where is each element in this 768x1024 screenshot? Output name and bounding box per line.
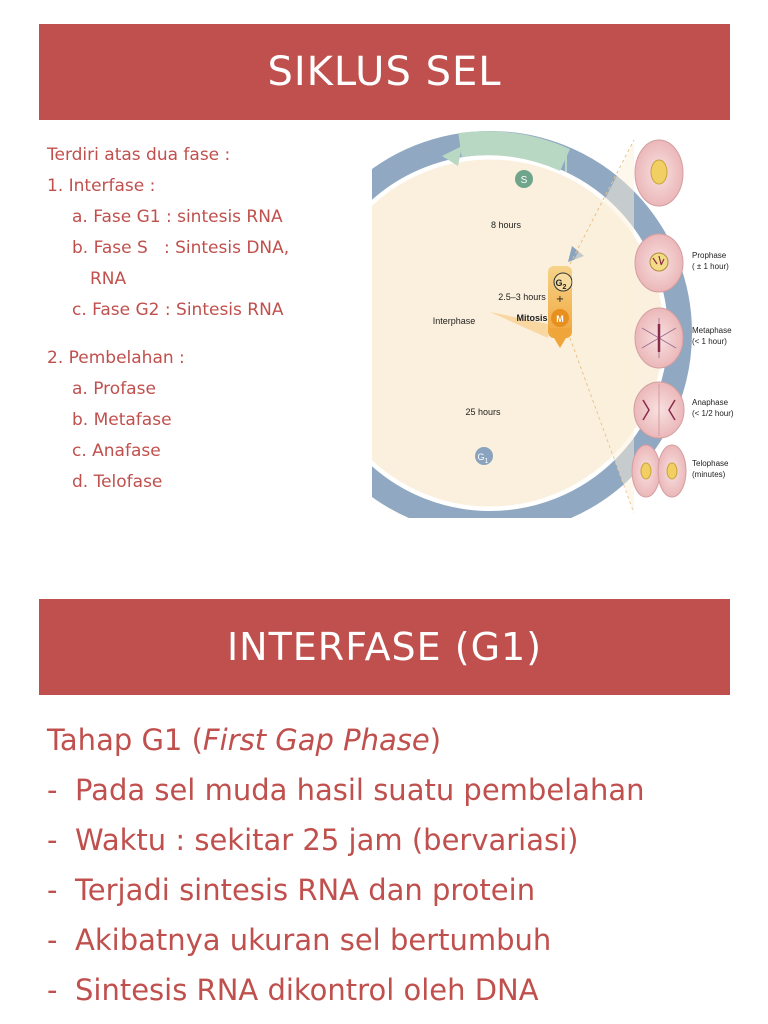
phase-list: Terdiri atas dua fase : 1. Interfase : a… [47, 140, 367, 498]
list-item-s-cont: RNA [90, 269, 127, 289]
list-item: -Waktu : sekitar 25 jam (bervariasi) [47, 823, 579, 857]
m-marker [551, 309, 569, 327]
cell-cycle-diagram: S G2 + M G1 8 hours 2.5–3 hours Interpha… [372, 131, 734, 518]
list-item-anafase: c. Anafase [72, 441, 161, 461]
list-item: -Sintesis RNA dikontrol oleh DNA [47, 973, 539, 1007]
list-item-metafase: b. Metafase [72, 410, 172, 430]
slide-title-interfase-g1: INTERFASE (G1) [39, 599, 730, 695]
mitosis-wedge [490, 312, 548, 338]
mitosis-arrow [548, 328, 572, 348]
intro-text: Terdiri atas dua fase : [47, 145, 231, 165]
list-item-g1: a. Fase G1 : sintesis RNA [72, 207, 283, 227]
svg-text:Mitosis: Mitosis [516, 313, 547, 323]
g1-heading: Tahap G1 (First Gap Phase) [47, 723, 442, 757]
g1-description: Tahap G1 (First Gap Phase) -Pada sel mud… [47, 715, 747, 1015]
g1-marker [475, 447, 493, 465]
svg-text:Prophase: Prophase [692, 251, 727, 260]
list-item-interfase: 1. Interfase : [47, 176, 156, 196]
svg-text:M: M [556, 314, 564, 324]
slide-title-siklus-sel: SIKLUS SEL [39, 24, 730, 120]
svg-text:(minutes): (minutes) [692, 470, 726, 479]
svg-text:Anaphase: Anaphase [692, 398, 729, 407]
svg-text:25 hours: 25 hours [465, 407, 501, 417]
svg-text:G2: G2 [556, 278, 567, 291]
svg-text:Telophase: Telophase [692, 459, 729, 468]
svg-text:8 hours: 8 hours [491, 220, 522, 230]
svg-text:G1: G1 [478, 452, 489, 465]
svg-text:+: + [556, 294, 564, 305]
svg-text:(< 1/2 hour): (< 1/2 hour) [692, 409, 734, 418]
list-item-pembelahan: 2. Pembelahan : [47, 348, 185, 368]
list-item: -Akibatnya ukuran sel bertumbuh [47, 923, 552, 957]
s-phase-arc [458, 131, 570, 172]
list-item: -Pada sel muda hasil suatu pembelahan [47, 773, 645, 807]
svg-text:Metaphase: Metaphase [692, 326, 732, 335]
s-label: S [521, 175, 528, 186]
list-item: -Terjadi sintesis RNA dan protein [47, 873, 536, 907]
list-item-g2: c. Fase G2 : Sintesis RNA [72, 300, 284, 320]
svg-text:( ± 1 hour): ( ± 1 hour) [692, 262, 729, 271]
list-item-s: b. Fase S : Sintesis DNA, [72, 238, 290, 258]
list-item-telofase: d. Telofase [72, 472, 163, 492]
svg-text:(< 1 hour): (< 1 hour) [692, 337, 727, 346]
title-text: INTERFASE (G1) [226, 625, 543, 669]
title-text: SIKLUS SEL [267, 49, 502, 95]
s-phase-marker [515, 170, 533, 188]
list-item-profase: a. Profase [72, 379, 156, 399]
svg-text:2.5–3 hours: 2.5–3 hours [498, 292, 546, 302]
svg-text:Interphase: Interphase [433, 316, 476, 326]
